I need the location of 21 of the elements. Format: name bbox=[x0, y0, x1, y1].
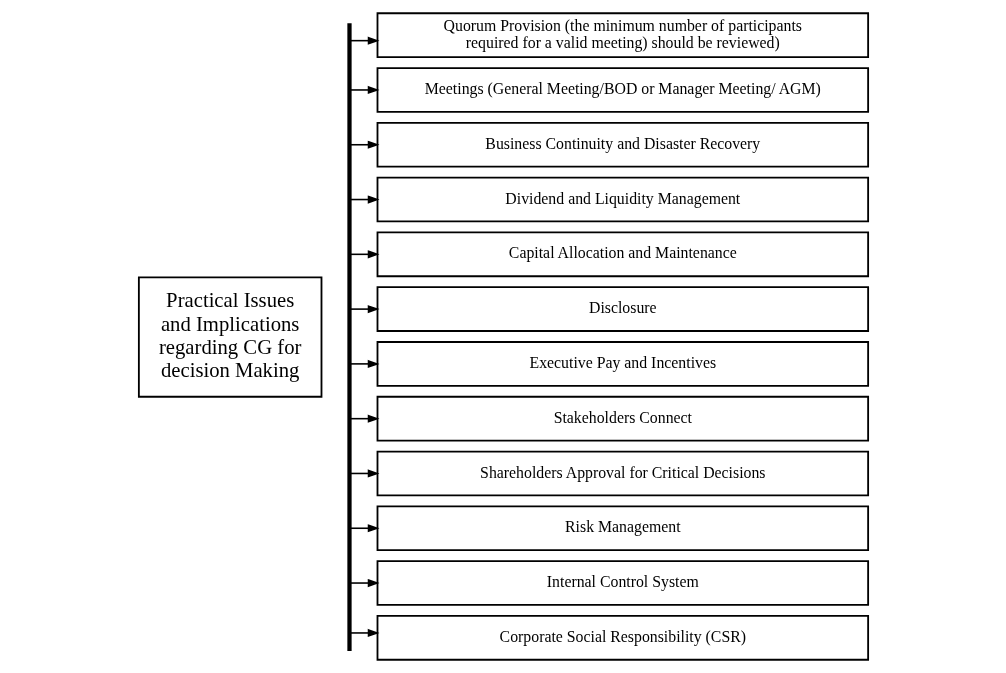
node-box: Stakeholders Connect bbox=[376, 395, 869, 442]
node-box: Internal Control System bbox=[376, 560, 869, 606]
node-box: Business Continuity and Disaster Recovery bbox=[376, 121, 869, 168]
node-box: Quorum Provision (the minimum number of participants required for a valid meeting) should be reviewed) bbox=[376, 12, 869, 58]
node-box: Disclosure bbox=[376, 286, 869, 332]
arrow bbox=[349, 359, 379, 368]
node-box: Risk Management bbox=[376, 505, 869, 552]
node-box: Practical Issues and Implications regarding CG for decision Making bbox=[137, 276, 322, 398]
node-bar bbox=[346, 23, 352, 651]
arrow bbox=[349, 578, 379, 588]
arrow bbox=[349, 85, 379, 95]
arrow bbox=[349, 140, 379, 149]
node-box: Corporate Social Responsibility (CSR) bbox=[376, 615, 869, 661]
node-box: Capital Allocation and Maintenance bbox=[376, 231, 869, 278]
node-box: Shareholders Approval for Critical Decisions bbox=[376, 450, 869, 497]
arrow bbox=[349, 524, 379, 533]
node-box: Dividend and Liquidity Management bbox=[376, 176, 869, 223]
arrow bbox=[349, 628, 379, 638]
arrow bbox=[349, 305, 379, 314]
node-box: Executive Pay and Incentives bbox=[376, 341, 869, 387]
node-box: Meetings (General Meeting/BOD or Manager Meeting/ AGM) bbox=[376, 67, 869, 113]
